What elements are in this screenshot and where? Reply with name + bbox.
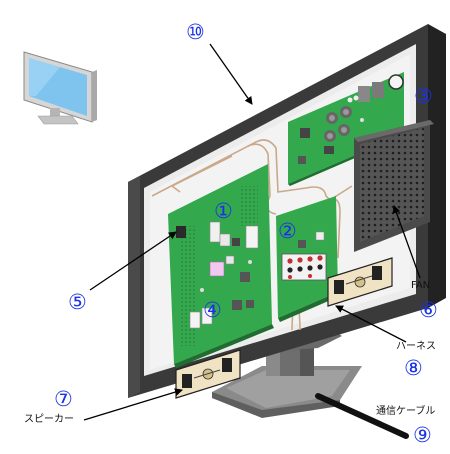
- monitor-thumbnail-icon: [23, 51, 97, 125]
- speaker-left: [175, 349, 241, 399]
- marker-2: ②: [278, 219, 297, 243]
- label-communication-cable: 通信ケーブル: [376, 406, 436, 417]
- connector-icon: [281, 231, 327, 281]
- marker-3: ③: [414, 84, 433, 108]
- fan-grille: [354, 120, 434, 252]
- circuit-board-2: [276, 196, 340, 322]
- communication-cable: [315, 393, 409, 439]
- circuit-board-1: [168, 164, 274, 368]
- circuit-board-3: [288, 72, 406, 186]
- chip-icon: [176, 221, 259, 329]
- label-harness: ハーネス: [396, 341, 436, 352]
- marker-4: ④: [203, 298, 222, 322]
- capacitor-icon: [298, 74, 404, 164]
- speaker-right: [327, 257, 393, 307]
- leader-lines: [83, 43, 421, 421]
- marker-10: ⑩: [186, 20, 205, 44]
- marker-6: ⑥: [419, 298, 438, 322]
- marker-8: ⑧: [404, 356, 423, 380]
- marker-5: ⑤: [68, 290, 87, 314]
- marker-9: ⑨: [413, 423, 432, 447]
- marker-7: ⑦: [54, 387, 73, 411]
- label-fan: FAN: [411, 280, 431, 291]
- label-speaker: スピーカー: [24, 414, 74, 425]
- marker-1: ①: [214, 199, 233, 223]
